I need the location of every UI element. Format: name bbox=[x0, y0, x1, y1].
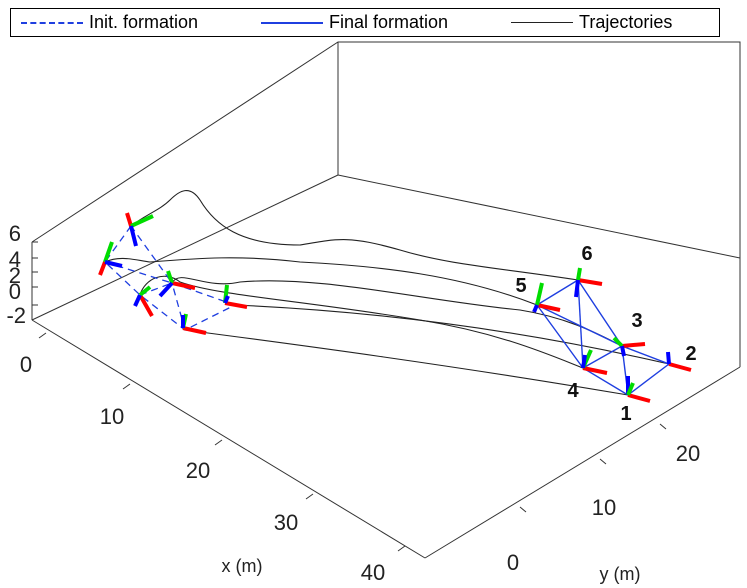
axes-box bbox=[31, 41, 741, 559]
frame-final-1 bbox=[626, 376, 651, 403]
x-tick-label: 20 bbox=[186, 458, 210, 483]
robot-label: 3 bbox=[631, 310, 642, 332]
y-axis-label: y (m) bbox=[600, 564, 641, 584]
x-axis-ticks bbox=[38, 332, 406, 552]
frame-final-5 bbox=[532, 282, 561, 313]
trajectory-robot-2 bbox=[234, 304, 670, 365]
trajectory-robot-1 bbox=[184, 329, 629, 396]
x-tick-label: 30 bbox=[274, 510, 298, 535]
frame-init-6 bbox=[125, 212, 154, 247]
robot-label: 5 bbox=[515, 275, 526, 297]
y-axis-ticks bbox=[519, 423, 667, 513]
legend-item-init: Init. formation bbox=[21, 9, 198, 36]
frame-final-4 bbox=[581, 349, 608, 375]
frame-final-2 bbox=[666, 351, 692, 372]
trajectory-robot-3 bbox=[171, 277, 623, 347]
legend-label-trajectories: Trajectories bbox=[579, 12, 673, 32]
trajectory-robot-5 bbox=[104, 257, 538, 306]
x-tick-label: 0 bbox=[20, 352, 32, 377]
y-tick-label: 20 bbox=[676, 441, 700, 466]
x-tick-label: 40 bbox=[361, 560, 385, 585]
legend-label-final: Final formation bbox=[329, 12, 449, 32]
frame-init-3 bbox=[158, 270, 196, 298]
trajectory-robot-6 bbox=[130, 190, 579, 281]
legend-swatch-trajectories bbox=[511, 22, 573, 23]
x-axis-label: x (m) bbox=[222, 556, 263, 576]
legend: Init. formation Final formation Trajecto… bbox=[10, 8, 720, 37]
z-axis-ticks bbox=[32, 241, 38, 306]
robot-label: 2 bbox=[685, 343, 696, 365]
robot-label: 6 bbox=[581, 243, 592, 265]
y-tick-label: 0 bbox=[507, 550, 519, 575]
y-tick-label: 10 bbox=[592, 495, 616, 520]
z-tick-label: 6 bbox=[9, 221, 21, 246]
frame-init-4 bbox=[133, 285, 154, 317]
robot-label: 4 bbox=[567, 380, 579, 402]
z-tick-label: -2 bbox=[6, 303, 26, 328]
x-tick-label: 10 bbox=[100, 404, 124, 429]
z-tick-label: 0 bbox=[9, 279, 21, 304]
legend-swatch-init bbox=[21, 21, 83, 24]
frame-final-6 bbox=[574, 267, 603, 298]
legend-item-trajectories: Trajectories bbox=[511, 9, 672, 36]
final-frames bbox=[532, 267, 692, 403]
legend-label-init: Init. formation bbox=[89, 12, 199, 32]
robot-label: 1 bbox=[620, 403, 631, 425]
z-tick-label: 4 bbox=[9, 247, 21, 272]
z-tick-label: 2 bbox=[9, 263, 21, 288]
final-formation bbox=[535, 279, 671, 396]
legend-swatch-final bbox=[261, 21, 323, 24]
legend-item-final: Final formation bbox=[261, 9, 448, 36]
frame-init-1 bbox=[181, 313, 207, 335]
init-frames bbox=[98, 212, 248, 335]
frame-init-2 bbox=[223, 284, 248, 309]
frame-final-3 bbox=[612, 336, 646, 357]
frame-init-5 bbox=[98, 241, 123, 276]
